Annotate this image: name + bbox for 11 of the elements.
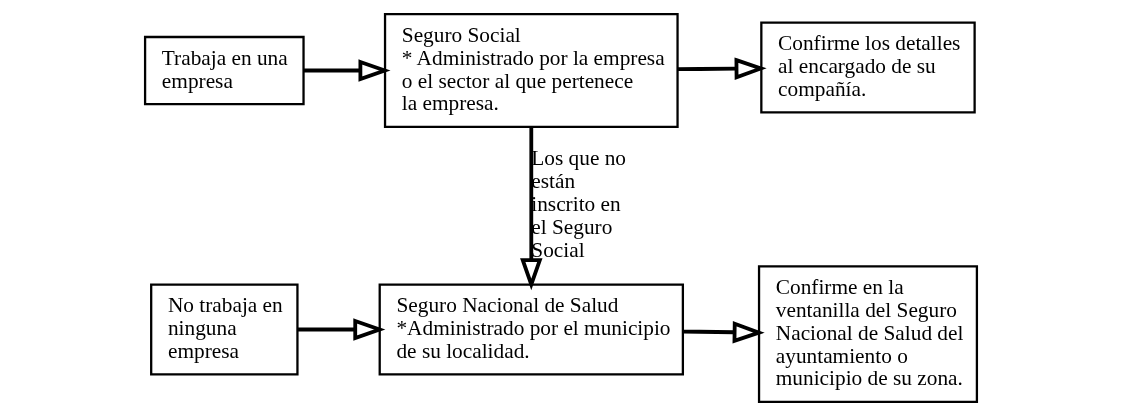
arrow <box>297 318 385 341</box>
arrow <box>682 321 765 344</box>
arrow <box>677 57 767 80</box>
node-box: No trabaja en ninguna empresa <box>149 283 299 376</box>
node-box: Seguro Nacional de Salud *Administrado por el municipio de su localidad. <box>378 283 684 376</box>
arrow <box>519 126 542 291</box>
node-box: Trabaja en una empresa <box>143 35 305 106</box>
node-box: Confirme en la ventanilla del Seguro Nacional de Salud del ayuntamiento o municipio de su zona. <box>757 265 978 403</box>
node-box: Seguro Social * Administrado por la empresa o el sector al que pertenece la empresa. <box>383 13 679 129</box>
arrow <box>303 59 391 82</box>
node-box: Confirme los detalles al encargado de su compañía. <box>759 21 976 114</box>
